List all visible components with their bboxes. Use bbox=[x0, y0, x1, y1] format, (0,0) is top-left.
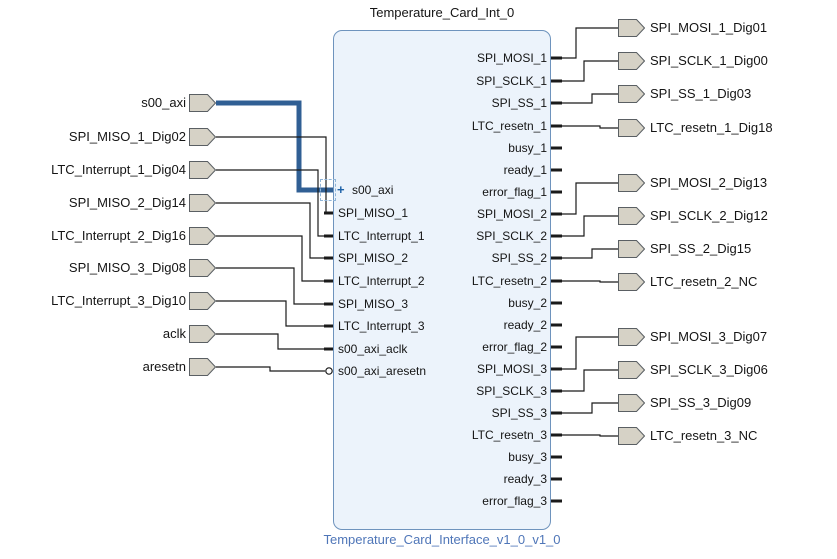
port-SPI_SS_1_Dig03-arrow-icon[interactable] bbox=[618, 85, 645, 103]
port-LTC_resetn_1_Dig18-arrow-icon[interactable] bbox=[618, 119, 645, 137]
port-SPI_SCLK_2_Dig12-label[interactable]: SPI_SCLK_2_Dig12 bbox=[650, 208, 768, 223]
wire-LTC_resetn_3[interactable] bbox=[551, 434, 618, 437]
block-instance-name: Temperature_Card_Int_0 bbox=[369, 5, 515, 20]
pin-SPI_MOSI_2[interactable]: SPI_MOSI_2 bbox=[476, 207, 547, 221]
pin-LTC_Interrupt_3[interactable]: LTC_Interrupt_3 bbox=[338, 319, 425, 333]
port-aresetn-label[interactable]: aresetn bbox=[142, 359, 186, 374]
wire-SPI_SCLK_2[interactable] bbox=[551, 215, 618, 237]
port-LTC_resetn_2_NC-arrow-icon[interactable] bbox=[618, 273, 645, 291]
pin-busy_3[interactable]: busy_3 bbox=[508, 450, 547, 464]
port-LTC_resetn_1_Dig18-label[interactable]: LTC_resetn_1_Dig18 bbox=[650, 120, 773, 135]
port-SPI_SS_2_Dig15-arrow-icon[interactable] bbox=[618, 240, 645, 258]
pin-s00_axi_aresetn[interactable]: s00_axi_aresetn bbox=[338, 364, 427, 378]
pin-SPI_SCLK_2[interactable]: SPI_SCLK_2 bbox=[476, 229, 547, 243]
wire-s00_axi-bus[interactable] bbox=[216, 100, 333, 193]
port-LTC_Interrupt_1_Dig04-label[interactable]: LTC_Interrupt_1_Dig04 bbox=[51, 162, 186, 177]
pin-ready_1[interactable]: ready_1 bbox=[503, 163, 547, 177]
wire-LTC_resetn_2[interactable] bbox=[551, 280, 618, 283]
port-SPI_MOSI_2_Dig13-arrow-icon[interactable] bbox=[618, 174, 645, 192]
port-SPI_SS_3_Dig09-arrow-icon[interactable] bbox=[618, 394, 645, 412]
pin-error_flag_1[interactable]: error_flag_1 bbox=[482, 185, 547, 199]
pin-s00_axi_aclk[interactable]: s00_axi_aclk bbox=[338, 342, 408, 356]
wire-SPI_MOSI_1[interactable] bbox=[551, 27, 618, 59]
wire-LTC_resetn_1[interactable] bbox=[551, 125, 618, 129]
pin-SPI_SS_2[interactable]: SPI_SS_2 bbox=[491, 251, 547, 265]
wire-aclk[interactable] bbox=[216, 333, 333, 350]
wire-SPI_MOSI_3[interactable] bbox=[551, 336, 618, 370]
pin-busy_1[interactable]: busy_1 bbox=[508, 141, 547, 155]
port-SPI_MOSI_1_Dig01-label[interactable]: SPI_MOSI_1_Dig01 bbox=[650, 20, 768, 35]
wire-SPI_MOSI_2[interactable] bbox=[551, 182, 618, 215]
port-SPI_MISO_3_Dig08-label[interactable]: SPI_MISO_3_Dig08 bbox=[68, 260, 186, 275]
pin-s00_axi[interactable]: s00_axi bbox=[352, 183, 394, 197]
pin-SPI_SS_3[interactable]: SPI_SS_3 bbox=[491, 406, 547, 420]
port-aresetn-arrow-icon[interactable] bbox=[189, 358, 216, 376]
port-SPI_MISO_1_Dig02-arrow-icon[interactable] bbox=[189, 128, 216, 146]
port-SPI_SS_2_Dig15-label[interactable]: SPI_SS_2_Dig15 bbox=[650, 241, 752, 256]
port-s00_axi-label[interactable]: s00_axi bbox=[141, 95, 186, 110]
port-LTC_Interrupt_3_Dig10-arrow-icon[interactable] bbox=[189, 292, 216, 310]
wire-SPI_SS_1[interactable] bbox=[551, 93, 618, 104]
expand-interface-icon[interactable]: + bbox=[337, 182, 345, 197]
port-SPI_MOSI_2_Dig13-label[interactable]: SPI_MOSI_2_Dig13 bbox=[650, 175, 768, 190]
port-aclk-arrow-icon[interactable] bbox=[189, 325, 216, 343]
port-SPI_SS_1_Dig03-label[interactable]: SPI_SS_1_Dig03 bbox=[650, 86, 752, 101]
port-s00_axi-arrow-icon[interactable] bbox=[189, 94, 216, 112]
port-LTC_Interrupt_3_Dig10-label[interactable]: LTC_Interrupt_3_Dig10 bbox=[51, 293, 186, 308]
wire-SPI_MISO_1[interactable] bbox=[216, 136, 333, 214]
pin-busy_2[interactable]: busy_2 bbox=[508, 296, 547, 310]
pin-ready_3[interactable]: ready_3 bbox=[503, 472, 547, 486]
pin-SPI_MISO_2[interactable]: SPI_MISO_2 bbox=[338, 251, 409, 265]
pin-ready_2[interactable]: ready_2 bbox=[503, 318, 547, 332]
active-low-bubble-icon bbox=[325, 367, 333, 375]
wire-SPI_SCLK_1[interactable] bbox=[551, 60, 618, 82]
interface-pin-box bbox=[320, 179, 336, 201]
wire-SPI_SS_3[interactable] bbox=[551, 402, 618, 414]
wire-SPI_SCLK_3[interactable] bbox=[551, 369, 618, 392]
port-SPI_SCLK_3_Dig06-label[interactable]: SPI_SCLK_3_Dig06 bbox=[650, 362, 768, 377]
pin-SPI_MISO_1[interactable]: SPI_MISO_1 bbox=[338, 206, 409, 220]
wire-aresetn[interactable] bbox=[216, 366, 325, 372]
port-SPI_MISO_1_Dig02-label[interactable]: SPI_MISO_1_Dig02 bbox=[68, 129, 186, 144]
port-SPI_MISO_2_Dig14-arrow-icon[interactable] bbox=[189, 194, 216, 212]
port-SPI_MISO_3_Dig08-arrow-icon[interactable] bbox=[189, 259, 216, 277]
pin-LTC_Interrupt_1[interactable]: LTC_Interrupt_1 bbox=[338, 229, 425, 243]
pin-LTC_resetn_1[interactable]: LTC_resetn_1 bbox=[471, 119, 547, 133]
pin-error_flag_3[interactable]: error_flag_3 bbox=[482, 494, 547, 508]
port-SPI_MISO_2_Dig14-label[interactable]: SPI_MISO_2_Dig14 bbox=[68, 195, 186, 210]
pin-SPI_SS_1[interactable]: SPI_SS_1 bbox=[491, 96, 547, 110]
pin-error_flag_2[interactable]: error_flag_2 bbox=[482, 340, 547, 354]
pin-SPI_SCLK_1[interactable]: SPI_SCLK_1 bbox=[476, 74, 547, 88]
port-LTC_resetn_2_NC-label[interactable]: LTC_resetn_2_NC bbox=[650, 274, 758, 289]
port-LTC_Interrupt_1_Dig04-arrow-icon[interactable] bbox=[189, 161, 216, 179]
pin-LTC_resetn_3[interactable]: LTC_resetn_3 bbox=[471, 428, 547, 442]
port-LTC_resetn_3_NC-arrow-icon[interactable] bbox=[618, 427, 645, 445]
port-aclk-label[interactable]: aclk bbox=[162, 326, 186, 341]
block-type-name: Temperature_Card_Interface_v1_0_v1_0 bbox=[323, 532, 561, 547]
pin-SPI_MISO_3[interactable]: SPI_MISO_3 bbox=[338, 297, 409, 311]
pin-LTC_Interrupt_2[interactable]: LTC_Interrupt_2 bbox=[338, 274, 425, 288]
port-SPI_MOSI_3_Dig07-label[interactable]: SPI_MOSI_3_Dig07 bbox=[650, 329, 768, 344]
port-LTC_resetn_3_NC-label[interactable]: LTC_resetn_3_NC bbox=[650, 428, 758, 443]
port-SPI_SCLK_3_Dig06-arrow-icon[interactable] bbox=[618, 361, 645, 379]
port-SPI_SCLK_1_Dig00-arrow-icon[interactable] bbox=[618, 52, 645, 70]
port-SPI_MOSI_3_Dig07-arrow-icon[interactable] bbox=[618, 328, 645, 346]
wire-LTC_Interrupt_2[interactable] bbox=[216, 235, 333, 282]
port-LTC_Interrupt_2_Dig16-arrow-icon[interactable] bbox=[189, 227, 216, 245]
port-SPI_SCLK_2_Dig12-arrow-icon[interactable] bbox=[618, 207, 645, 225]
wire-LTC_Interrupt_3[interactable] bbox=[216, 300, 333, 327]
port-LTC_Interrupt_2_Dig16-label[interactable]: LTC_Interrupt_2_Dig16 bbox=[51, 228, 186, 243]
port-SPI_SS_3_Dig09-label[interactable]: SPI_SS_3_Dig09 bbox=[650, 395, 752, 410]
wire-SPI_SS_2[interactable] bbox=[551, 248, 618, 259]
port-SPI_MOSI_1_Dig01-arrow-icon[interactable] bbox=[618, 19, 645, 37]
pin-SPI_SCLK_3[interactable]: SPI_SCLK_3 bbox=[476, 384, 547, 398]
ip-block-temperature-card[interactable] bbox=[333, 30, 551, 530]
wire-SPI_MISO_2[interactable] bbox=[216, 202, 333, 259]
pin-LTC_resetn_2[interactable]: LTC_resetn_2 bbox=[471, 274, 547, 288]
port-SPI_SCLK_1_Dig00-label[interactable]: SPI_SCLK_1_Dig00 bbox=[650, 53, 768, 68]
wire-SPI_MISO_3[interactable] bbox=[216, 267, 333, 305]
pin-SPI_MOSI_1[interactable]: SPI_MOSI_1 bbox=[476, 51, 547, 65]
pin-SPI_MOSI_3[interactable]: SPI_MOSI_3 bbox=[476, 362, 547, 376]
